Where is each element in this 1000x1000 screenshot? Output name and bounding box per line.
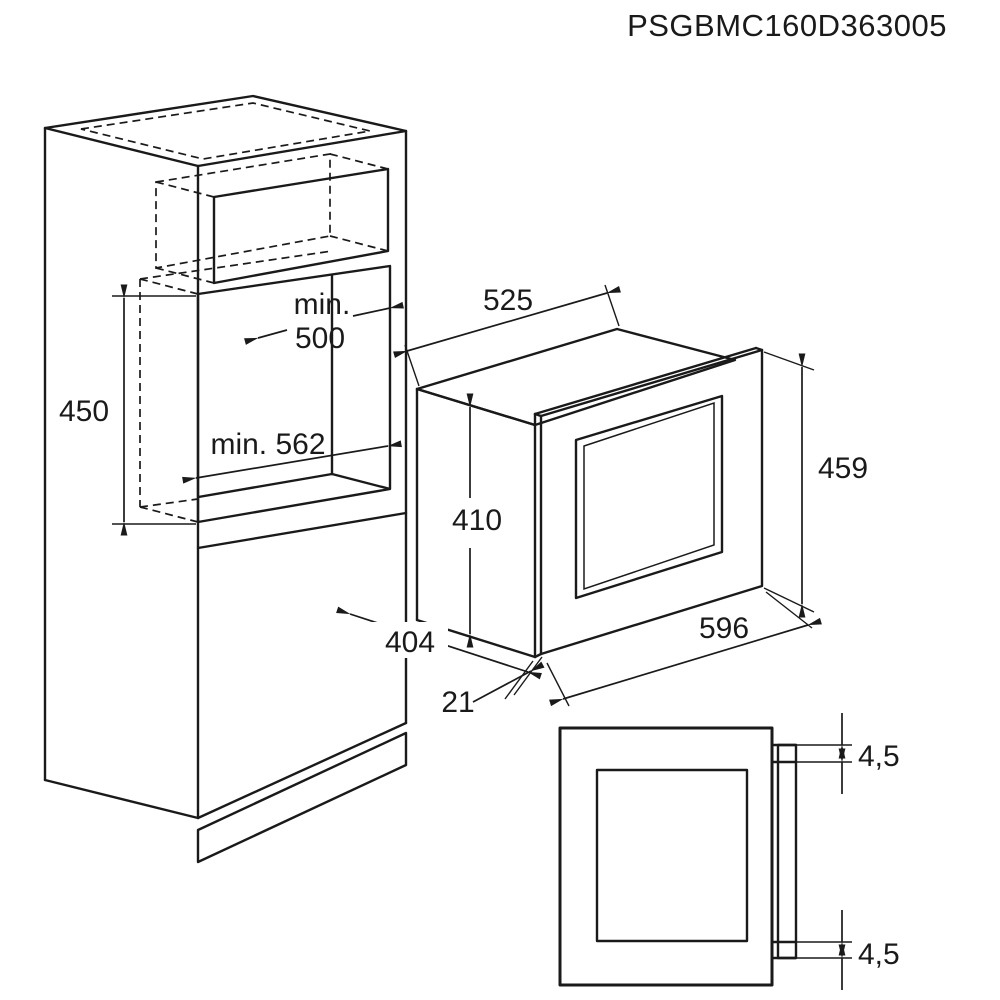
dim-front-height: 459 [763,351,868,618]
cabinet-dimensions: min. 500 450 min. 562 [59,284,404,536]
dim-front-width: 596 [546,591,822,707]
oven-dimensions: 525 459 410 404 21 [336,284,868,719]
section-carcass-outline [558,726,774,987]
door-top-edge [196,511,408,550]
niche-depth-prefix-label: min. [294,288,351,321]
section-frame-plate [776,743,798,960]
plinth [196,731,408,864]
section-frame-flanges [770,743,798,960]
section-cavity [595,768,749,943]
dim-niche-depth: min. 500 [244,288,404,355]
dim-body-depth: 404 [336,606,542,680]
dim-body-height: 410 [452,393,502,648]
niche-depth-value-label: 500 [295,322,345,355]
section-view [558,726,798,987]
door-window [574,394,724,600]
oven-front-frame [539,348,764,656]
tall-cabinet-drawing [43,94,408,864]
body-height-label: 410 [452,504,502,537]
niche-width-label: min. 562 [210,428,325,461]
body-depth-label: 404 [385,626,435,659]
dim-body-width: 525 [393,284,621,387]
microwave-drawing [415,327,764,659]
frame-side-strip [533,346,764,659]
dim-frame-overlap-top: 4,5 [796,713,900,794]
dim-frame-protrusion: 21 [441,656,545,719]
cabinet-front-bottom-edge [196,721,408,820]
frame-protrusion-label: 21 [441,686,474,719]
oven-left-top-edge [415,387,537,427]
oven-top-face [415,327,737,427]
product-code: PSGBMC160D363005 [627,8,947,43]
front-height-label: 459 [818,452,868,485]
upper-compartment-opening [212,167,390,285]
dim-niche-width: min. 562 [182,428,402,484]
frame-overlap-bottom-label: 4,5 [858,938,900,971]
section-dimensions: 4,5 4,5 [796,713,900,990]
body-width-label: 525 [483,284,533,317]
frame-overlap-top-label: 4,5 [858,740,900,773]
niche-height-label: 450 [59,395,109,428]
cabinet-side-bottom-edge [43,778,200,820]
dim-frame-overlap-bottom: 4,5 [796,910,900,990]
cabinet-hidden-edges [80,102,389,523]
front-width-label: 596 [699,612,749,645]
dim-niche-height: 450 [59,284,196,536]
